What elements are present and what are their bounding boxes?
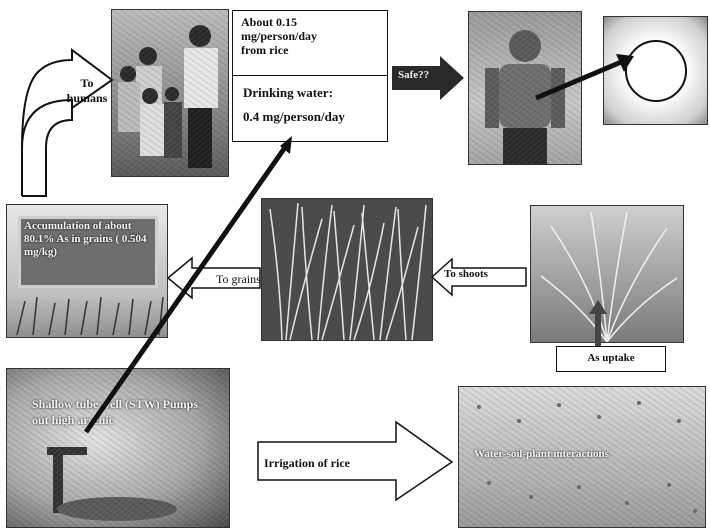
block-left-arrow-icon xyxy=(430,257,527,297)
rice-plant-blades xyxy=(269,202,427,340)
magnify-circle-icon xyxy=(625,40,687,102)
accumulation-label-box xyxy=(18,216,158,288)
paddy-field-photo xyxy=(458,386,706,528)
magnify-arrow-icon xyxy=(535,54,634,101)
skin-closeup-panel xyxy=(603,16,708,125)
drinking-water-title: Drinking water: xyxy=(243,85,333,100)
uptake-plant xyxy=(540,211,678,342)
to-humans-label: To humans xyxy=(66,76,108,105)
curved-up-right-arrow-icon xyxy=(21,48,114,197)
block-left-arrow-icon xyxy=(166,256,261,300)
rice-intake-line-1: About 0.15 xyxy=(241,15,298,29)
grain-stalks xyxy=(16,296,164,336)
up-arrow-icon xyxy=(589,300,607,346)
rice-plants-photo xyxy=(261,198,433,341)
drinking-water-value: 0.4 mg/person/day xyxy=(243,109,345,124)
intake-box: About 0.15 mg/person/day from rice Drink… xyxy=(232,10,388,142)
block-right-arrow-icon xyxy=(257,420,454,502)
block-right-arrow-icon xyxy=(392,56,464,100)
to-grains-label: To grains xyxy=(216,272,260,286)
family-photo xyxy=(111,9,229,177)
as-uptake-box: As uptake xyxy=(556,346,666,372)
to-shoots-label: To shoots xyxy=(444,268,488,280)
tube-well-photo xyxy=(6,368,230,528)
accumulation-label: Accumulation of about 80.1% As in grains… xyxy=(24,220,147,258)
rice-intake-text: About 0.15 mg/person/day from rice xyxy=(241,15,317,57)
rice-intake-line-2: mg/person/day xyxy=(241,29,318,43)
rice-intake-line-3: from rice xyxy=(241,43,289,57)
water-soil-label: Water-soil-plant interactions xyxy=(474,448,609,460)
intake-divider xyxy=(233,75,387,76)
uptake-photo xyxy=(530,205,684,343)
safe-label: Safe?? xyxy=(398,69,430,81)
irrigation-label: Irrigation of rice xyxy=(264,456,350,470)
as-uptake-label: As uptake xyxy=(587,352,635,364)
